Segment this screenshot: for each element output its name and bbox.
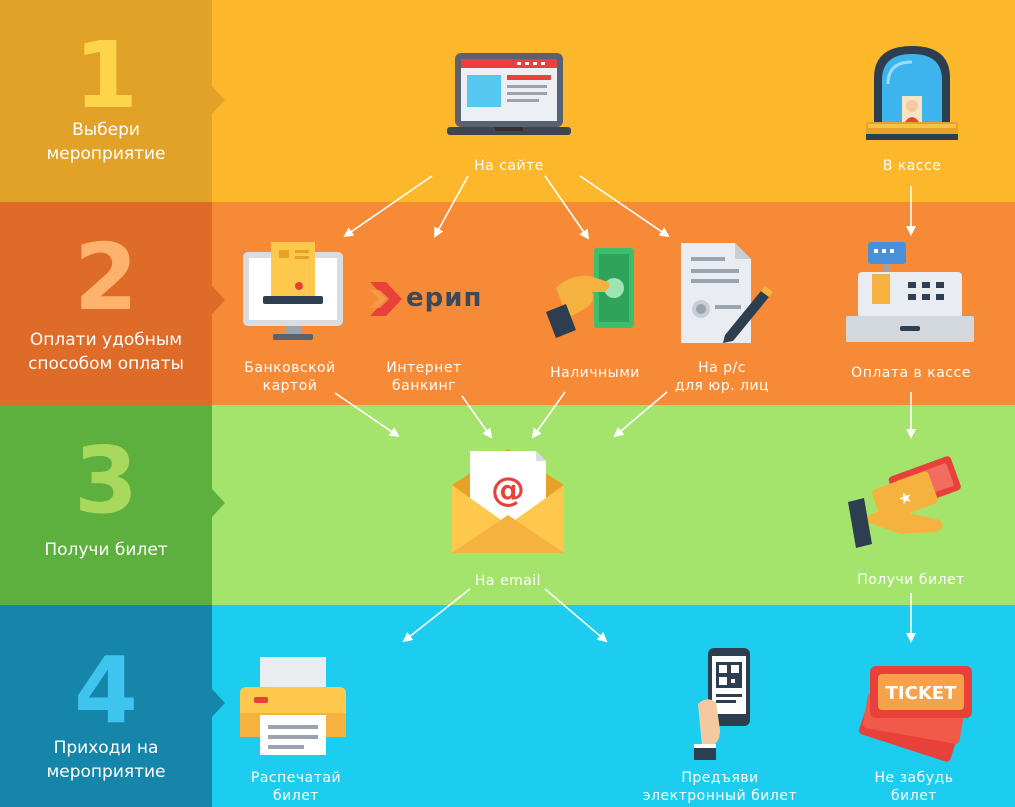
caption-cash: Наличными <box>550 365 640 381</box>
arrow-card-to-email <box>334 392 400 438</box>
caption-account-line2: для юр. лиц <box>674 378 770 394</box>
caption-show-line1: Предъяви <box>681 770 759 786</box>
step-4-label-line1: Приходи на <box>53 738 159 758</box>
arrow-cash-to-email <box>531 391 566 439</box>
arrow-account-to-email <box>613 391 668 438</box>
caption-dont-forget-line1: Не забудь <box>874 770 954 786</box>
caption-banking-line2: банкинг <box>392 378 456 394</box>
caption-site: На сайте <box>474 158 544 174</box>
caption-get-ticket: Получи билет <box>857 572 965 588</box>
at-symbol-icon: @ <box>491 470 525 510</box>
invoice-pen-icon <box>681 243 773 343</box>
step-2-label-line1: Оплати удобным <box>29 330 183 350</box>
caption-show-line2: электронный билет <box>642 788 798 804</box>
caption-card-line1: Банковской <box>244 360 336 376</box>
step-1-number: 1 <box>73 22 138 129</box>
step-1-notch <box>212 86 225 114</box>
printer-icon <box>240 657 346 755</box>
erip-text: ерип <box>406 283 483 313</box>
step-4-number: 4 <box>73 637 138 744</box>
step-2-label-line2: способом оплаты <box>28 354 184 374</box>
step-1-label-line1: Выбери <box>72 120 140 140</box>
step-3-side <box>0 405 212 605</box>
cash-hand-icon <box>546 248 634 338</box>
caption-email: На email <box>474 573 542 589</box>
step-1-label-line2: мероприятие <box>46 144 166 164</box>
step-1-side <box>0 0 212 202</box>
step-4-notch <box>212 689 225 717</box>
arrow-site-to-banking <box>434 175 469 238</box>
caption-account-line1: На р/с <box>698 360 746 376</box>
step-3-label-line1: Получи билет <box>44 540 168 560</box>
step-3-number: 3 <box>73 427 138 534</box>
svg-text:★: ★ <box>895 487 915 510</box>
step-2-number: 2 <box>73 224 138 331</box>
arrow-site-to-cash <box>544 175 590 240</box>
ticket-label: TICKET <box>886 683 957 704</box>
ticket-stub-icon: TICKET <box>858 666 972 762</box>
arrow-email-to-print <box>402 588 471 643</box>
caption-card-line2: картой <box>262 378 318 394</box>
tickets-hand-icon: ★ ★ <box>848 456 961 548</box>
laptop-icon <box>447 53 571 135</box>
arrow-site-to-account <box>579 175 670 238</box>
step-2-notch <box>212 286 225 314</box>
phone-qr-icon <box>694 648 750 760</box>
arrow-site-to-card <box>343 175 433 238</box>
step-4-label-line2: мероприятие <box>46 762 166 782</box>
step-3-notch <box>212 489 225 517</box>
ticket-booth-icon <box>866 46 958 140</box>
email-envelope-icon: @ <box>452 449 564 553</box>
caption-box-office: В кассе <box>882 158 942 174</box>
erip-chevron-icon <box>370 282 402 316</box>
cash-register-icon <box>846 242 974 342</box>
erip-logo: ерип <box>368 282 481 316</box>
caption-dont-forget-line2: билет <box>891 788 937 804</box>
caption-banking-line1: Интернет <box>386 360 462 376</box>
arrow-banking-to-email <box>461 395 493 439</box>
step-4-side <box>0 605 212 807</box>
step-2-side <box>0 202 212 405</box>
caption-print-line1: Распечатай <box>250 770 342 786</box>
card-terminal-icon <box>243 242 343 340</box>
caption-pay-box-office: Оплата в кассе <box>851 365 971 381</box>
arrow-email-to-phone <box>544 588 608 643</box>
caption-print-line2: билет <box>273 788 319 804</box>
